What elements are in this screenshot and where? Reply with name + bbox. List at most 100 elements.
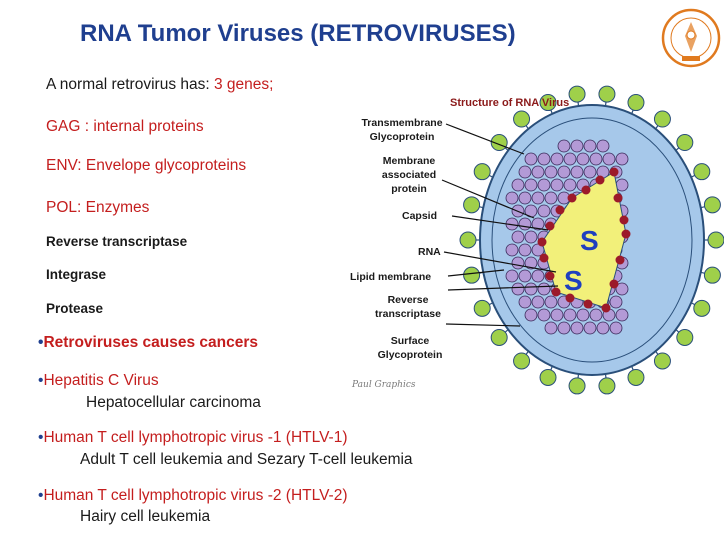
- capsid-protein: [570, 321, 584, 335]
- page-title: RNA Tumor Viruses (RETROVIRUSES): [80, 20, 516, 47]
- label-rna: RNA: [418, 246, 441, 258]
- glycoprotein-knob: [568, 377, 586, 395]
- capsid-protein: [583, 321, 597, 335]
- glycoprotein-knob: [513, 352, 531, 370]
- capsid-protein: [589, 152, 603, 166]
- bullet-htlv2-sub: Hairy cell leukemia: [80, 508, 211, 525]
- reverse-transcriptase-dot: [619, 215, 629, 225]
- capsid-protein: [570, 165, 584, 179]
- label-line: Glycoprotein: [377, 349, 443, 361]
- capsid-protein: [531, 217, 545, 231]
- capsid-protein: [531, 165, 545, 179]
- label-line: Transmembrane: [361, 117, 443, 129]
- glycoprotein-knob: [473, 163, 491, 181]
- label-line: transcriptase: [375, 308, 441, 320]
- reverse-transcriptase-dot: [581, 185, 591, 195]
- reverse-transcriptase-dot: [545, 221, 555, 231]
- bullet-text: Human T cell lymphotropic virus -1 (HTLV…: [43, 429, 348, 446]
- glycoprotein-knob: [627, 94, 645, 112]
- capsid-protein: [531, 191, 545, 205]
- capsid-protein: [537, 152, 551, 166]
- bullet-retroviruses-cancers: •Retroviruses causes cancers: [38, 334, 258, 352]
- gene-gag: GAG : internal proteins: [46, 118, 204, 135]
- label-line: Reverse: [387, 294, 429, 306]
- university-seal-icon: [661, 8, 721, 68]
- capsid-protein: [524, 308, 538, 322]
- label-line: Membrane: [382, 155, 436, 167]
- glycoprotein-knob: [693, 299, 711, 317]
- capsid-protein: [511, 282, 525, 296]
- capsid-protein: [524, 230, 538, 244]
- label-surface-glycoprotein: Surface Glycoprotein: [370, 334, 450, 362]
- capsid-protein: [505, 243, 519, 257]
- capsid-protein: [563, 178, 577, 192]
- capsid-protein: [537, 204, 551, 218]
- bullet-dot: •: [38, 487, 44, 504]
- capsid-protein: [557, 321, 571, 335]
- capsid-protein: [511, 178, 525, 192]
- reverse-transcriptase-dot: [555, 205, 565, 215]
- reverse-transcriptase-dot: [539, 253, 549, 263]
- capsid-protein: [557, 165, 571, 179]
- capsid-protein: [615, 282, 629, 296]
- bullet-htlv1-sub: Adult T cell leukemia and Sezary T-cell …: [80, 451, 413, 468]
- capsid-protein: [505, 269, 519, 283]
- label-line: protein: [391, 183, 427, 195]
- glycoprotein-knob: [473, 299, 491, 317]
- capsid-protein: [511, 230, 525, 244]
- capsid-protein: [563, 152, 577, 166]
- capsid-protein: [537, 308, 551, 322]
- glycoprotein-knob: [463, 196, 481, 214]
- gene-pol: POL: Enzymes: [46, 199, 150, 216]
- capsid-protein: [570, 139, 584, 153]
- capsid-protein: [596, 321, 610, 335]
- capsid-protein: [544, 165, 558, 179]
- bullet-text: Human T cell lymphotropic virus -2 (HTLV…: [43, 487, 348, 504]
- capsid-protein: [511, 256, 525, 270]
- rna-glyph-2: S: [564, 265, 583, 296]
- glycoprotein-knob: [653, 110, 671, 128]
- reverse-transcriptase-dot: [613, 193, 623, 203]
- capsid-protein: [589, 308, 603, 322]
- reverse-transcriptase-dot: [615, 255, 625, 265]
- bullet-dot: •: [38, 372, 44, 389]
- glycoprotein-knob: [676, 134, 694, 152]
- label-reverse-transcriptase: Reverse transcriptase: [368, 293, 448, 321]
- intro-highlight: 3 genes;: [213, 76, 274, 93]
- glycoprotein-knob: [463, 266, 481, 284]
- glycoprotein-knob: [703, 196, 721, 214]
- intro-line: A normal retrovirus has: 3 genes;: [46, 76, 273, 94]
- capsid-protein: [531, 269, 545, 283]
- capsid-protein: [518, 243, 532, 257]
- capsid-protein: [596, 139, 610, 153]
- reverse-transcriptase-dot: [601, 303, 611, 313]
- capsid-protein: [576, 308, 590, 322]
- diagram-title: Structure of RNA Virus: [450, 97, 570, 109]
- capsid-protein: [537, 178, 551, 192]
- capsid-protein: [518, 217, 532, 231]
- capsid-protein: [602, 152, 616, 166]
- enzyme-protease: Protease: [46, 301, 104, 316]
- signature: Paul Graphics: [352, 380, 416, 390]
- bullet-htlv1: •Human T cell lymphotropic virus -1 (HTL…: [38, 429, 348, 447]
- capsid-protein: [518, 165, 532, 179]
- capsid-protein: [537, 282, 551, 296]
- reverse-transcriptase-dot: [545, 271, 555, 281]
- capsid-protein: [524, 152, 538, 166]
- reverse-transcriptase-dot: [537, 237, 547, 247]
- enzyme-reverse-transcriptase: Reverse transcriptase: [46, 234, 188, 249]
- capsid-protein: [576, 152, 590, 166]
- bullet-hepatitis-c-sub: Hepatocellular carcinoma: [86, 394, 261, 411]
- capsid-protein: [550, 152, 564, 166]
- capsid-protein: [524, 282, 538, 296]
- capsid-protein: [550, 308, 564, 322]
- gene-env: ENV: Envelope glycoproteins: [46, 157, 247, 174]
- reverse-transcriptase-dot: [567, 193, 577, 203]
- label-line: Surface: [390, 335, 430, 347]
- glycoprotein-knob: [598, 85, 616, 103]
- label-line: associated: [381, 169, 437, 181]
- label-membrane-associated-protein: Membrane associated protein: [374, 154, 444, 196]
- reverse-transcriptase-dot: [551, 287, 561, 297]
- capsid-protein: [544, 295, 558, 309]
- glycoprotein-knob: [539, 94, 557, 112]
